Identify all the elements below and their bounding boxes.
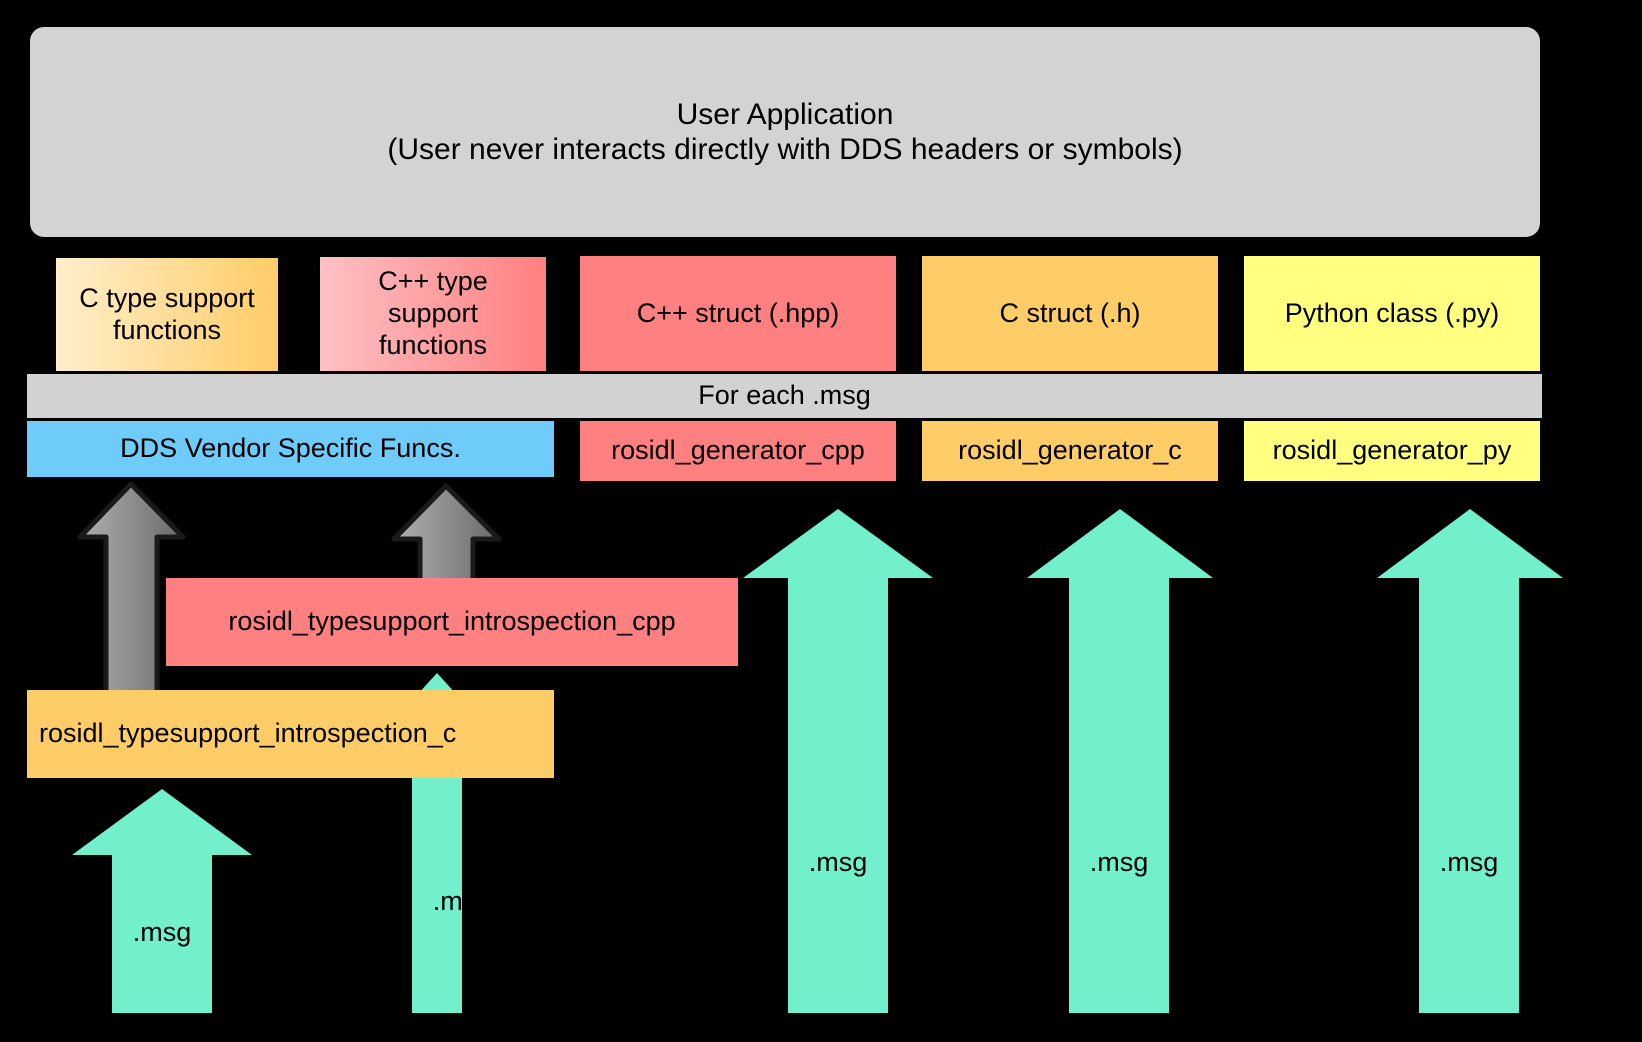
generator-box-rosidl-generator-cpp: rosidl_generator_cpp (580, 421, 896, 481)
msg-arrow-3-label: .msg (808, 847, 868, 877)
artifact-box-c-struct-h: C struct (.h) (922, 256, 1218, 371)
artifact-box-cpp-struct-hpp: C++ struct (.hpp) (580, 256, 896, 371)
msg-arrow-1-label: .msg (132, 917, 192, 947)
user-application-title: User Application (676, 97, 894, 131)
artifact-box-c-type-support-functions: C type support functions (56, 258, 278, 371)
msg-arrow-3-shape (743, 509, 933, 1013)
introspection-box-cpp: rosidl_typesupport_introspection_cpp (166, 578, 738, 666)
generator-box-dds-vendor-specific-funcs: DDS Vendor Specific Funcs. (27, 421, 554, 477)
for-each-msg-band: For each .msg (27, 374, 1542, 418)
msg-arrow-5-shape (1377, 509, 1563, 1013)
user-application-subtitle: (User never interacts directly with DDS … (387, 133, 1183, 166)
msg-arrow-2-label: .msg (432, 886, 492, 916)
generator-box-rosidl-generator-c: rosidl_generator_c (922, 421, 1218, 481)
msg-arrow-4-label: .msg (1089, 847, 1149, 877)
msg-arrow-5-label: .msg (1439, 847, 1499, 877)
msg-arrow-4-shape (1027, 509, 1213, 1013)
artifact-box-cpp-type-support-functions: C++ type support functions (320, 257, 546, 371)
generator-box-rosidl-generator-py: rosidl_generator_py (1244, 421, 1540, 481)
user-application-box: User Application (User never interacts d… (30, 27, 1540, 237)
msg-arrow-1-shape (72, 789, 252, 1013)
introspection-box-c: rosidl_typesupport_introspection_c (27, 690, 554, 778)
artifact-box-python-class-py: Python class (.py) (1244, 256, 1540, 371)
